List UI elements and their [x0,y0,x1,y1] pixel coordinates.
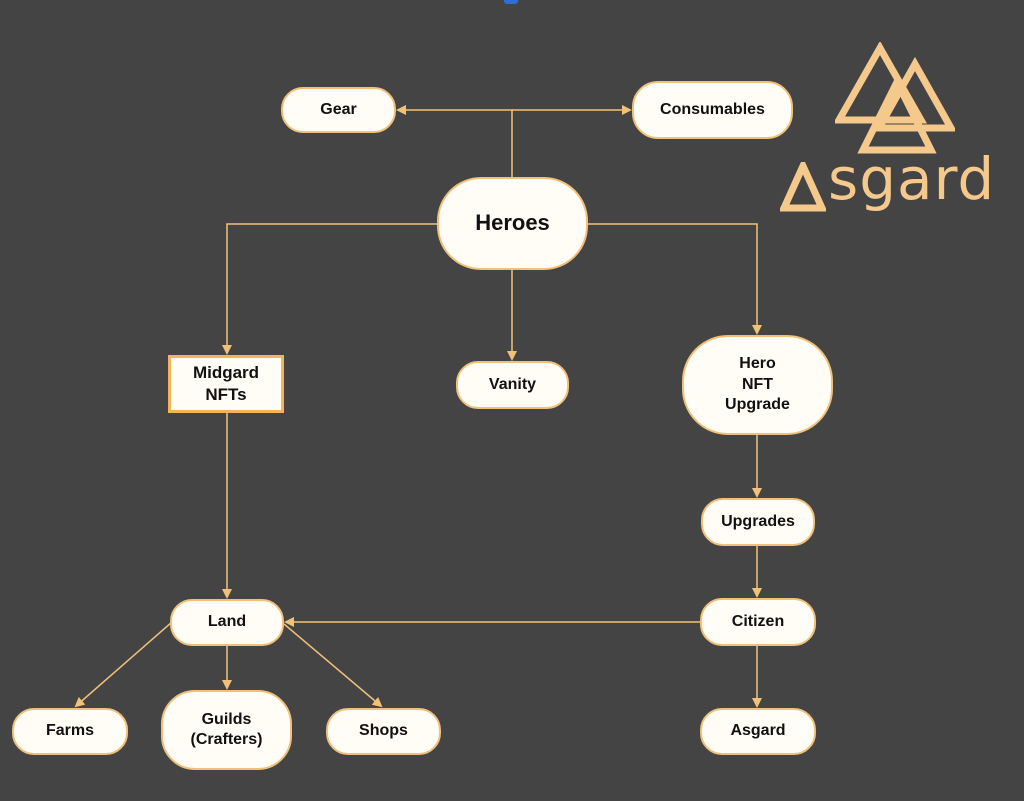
node-citizen-label: Citizen [731,612,785,630]
node-hero-nft-line1: Hero [739,355,776,373]
node-guilds-line1: Guilds [201,710,252,728]
logo-text: sgard [828,145,996,213]
logo-wordmark: sgard [828,150,995,208]
edge-heroes-midgard [222,223,437,355]
asgard-logo: sgard [780,42,1000,232]
edge-heroes-hero-nft [588,223,762,335]
edge-land-farms [74,621,173,708]
node-guilds-crafters[interactable]: Guilds (Crafters) [161,690,292,770]
node-upgrades[interactable]: Upgrades [701,498,815,546]
node-farms[interactable]: Farms [12,708,128,755]
triple-triangle-icon [835,42,955,154]
node-heroes[interactable]: Heroes [437,177,588,270]
node-vanity-label: Vanity [488,375,537,393]
node-asgard-label: Asgard [730,722,786,740]
logo-a-triangle-icon [780,162,826,212]
node-gear[interactable]: Gear [281,87,396,133]
node-midgard-label: Midgard NFTs [193,362,259,406]
node-vanity[interactable]: Vanity [456,361,569,409]
node-asgard[interactable]: Asgard [700,708,816,755]
node-land-label: Land [207,613,247,631]
node-midgard-line2: NFTs [205,385,247,404]
node-midgard-line1: Midgard [192,363,260,383]
node-guilds-label: Guilds (Crafters) [190,710,262,751]
node-hero-nft-label: Hero NFT Upgrade [725,354,790,415]
node-hero-nft-line2: NFT [741,375,774,393]
node-hero-nft-line3: Upgrade [725,396,790,414]
node-guilds-line2: (Crafters) [190,731,263,748]
node-upgrades-label: Upgrades [721,512,795,530]
node-consumables-label: Consumables [660,100,765,118]
edge-heroes-gear [396,105,513,177]
node-shops-label: Shops [359,722,408,740]
node-hero-nft-upgrade[interactable]: Hero NFT Upgrade [682,335,833,435]
node-midgard-nfts[interactable]: Midgard NFTs [168,355,284,413]
node-land[interactable]: Land [170,599,284,646]
top-edge-marker [504,0,518,4]
node-citizen[interactable]: Citizen [700,598,816,646]
node-shops[interactable]: Shops [326,708,441,755]
node-heroes-label: Heroes [475,210,550,236]
node-gear-label: Gear [320,100,357,118]
node-farms-label: Farms [45,722,95,740]
node-consumables[interactable]: Consumables [632,81,793,139]
edge-land-shops [283,623,383,708]
